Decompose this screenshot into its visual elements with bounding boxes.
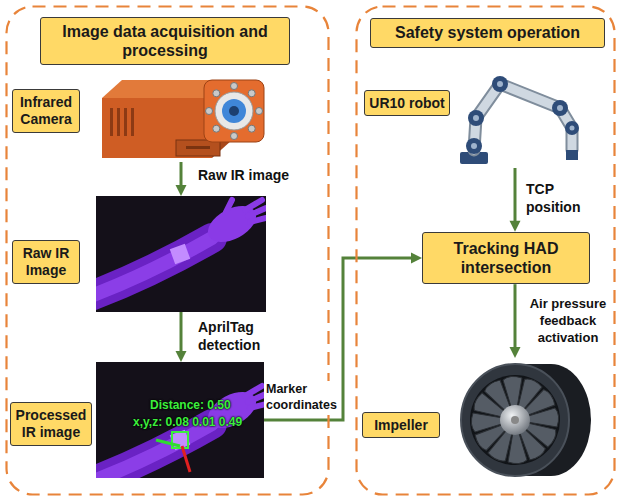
label-box: UR10 robot: [364, 90, 450, 117]
image-panel: Infrared Camera: [96, 72, 268, 162]
section-panel: Safety system operationUR10 robotTrackin…: [355, 5, 616, 496]
dashed-border: [7, 7, 329, 495]
arrow-head: [510, 347, 521, 358]
label-box: Infrared Camera: [12, 89, 80, 133]
section-heading: Image data acquisition and processing: [40, 17, 290, 65]
raw-ir-image: [80, 196, 266, 312]
edge-label: Air pressure feedback activation: [524, 296, 612, 347]
impeller: [461, 364, 591, 476]
image-panel: Processed IR imageDistance: 0.50x,y,z: 0…: [96, 362, 264, 478]
label-box: Impeller: [362, 412, 440, 439]
connector-line: [180, 162, 183, 187]
process-box: Tracking HAD intersection: [422, 232, 590, 284]
processed-ir-image: [80, 362, 266, 486]
connector-line: [180, 312, 183, 353]
section-panel: Image data acquisition and processingInf…: [5, 5, 330, 496]
arrow-head: [176, 185, 187, 196]
infrared-camera: [102, 80, 264, 158]
image-panel: Impeller: [450, 358, 602, 482]
edge-label: TCP position: [526, 180, 600, 216]
connector-line: [514, 168, 517, 223]
image-panel: Raw IR Image: [96, 196, 266, 312]
section-heading: Safety system operation: [370, 18, 605, 47]
edge-label: Marker coordinates: [266, 381, 340, 414]
dashed-border: [357, 7, 615, 495]
arrow-connector: [176, 162, 187, 196]
connector-line: [514, 284, 517, 349]
ur10-robot: [460, 76, 579, 164]
edge-label: AprilTag detection: [198, 318, 298, 354]
overlay-text: Distance: 0.50: [150, 398, 231, 412]
node-text: Tracking HAD intersection: [429, 239, 583, 277]
image-panel: UR10 robot: [455, 72, 590, 168]
arrow-connector: [510, 284, 521, 358]
arrow-connector: [176, 312, 187, 362]
overlay-text: x,y,z: 0.08 0.01 0.49: [133, 415, 242, 429]
label-box: Raw IR Image: [12, 240, 80, 284]
arrow-head: [510, 221, 521, 232]
arrow-head: [411, 253, 422, 264]
edge-label: Raw IR image: [198, 166, 310, 184]
arrow-head: [176, 351, 187, 362]
label-box: Processed IR image: [10, 402, 92, 446]
arrow-connector: [510, 168, 521, 232]
